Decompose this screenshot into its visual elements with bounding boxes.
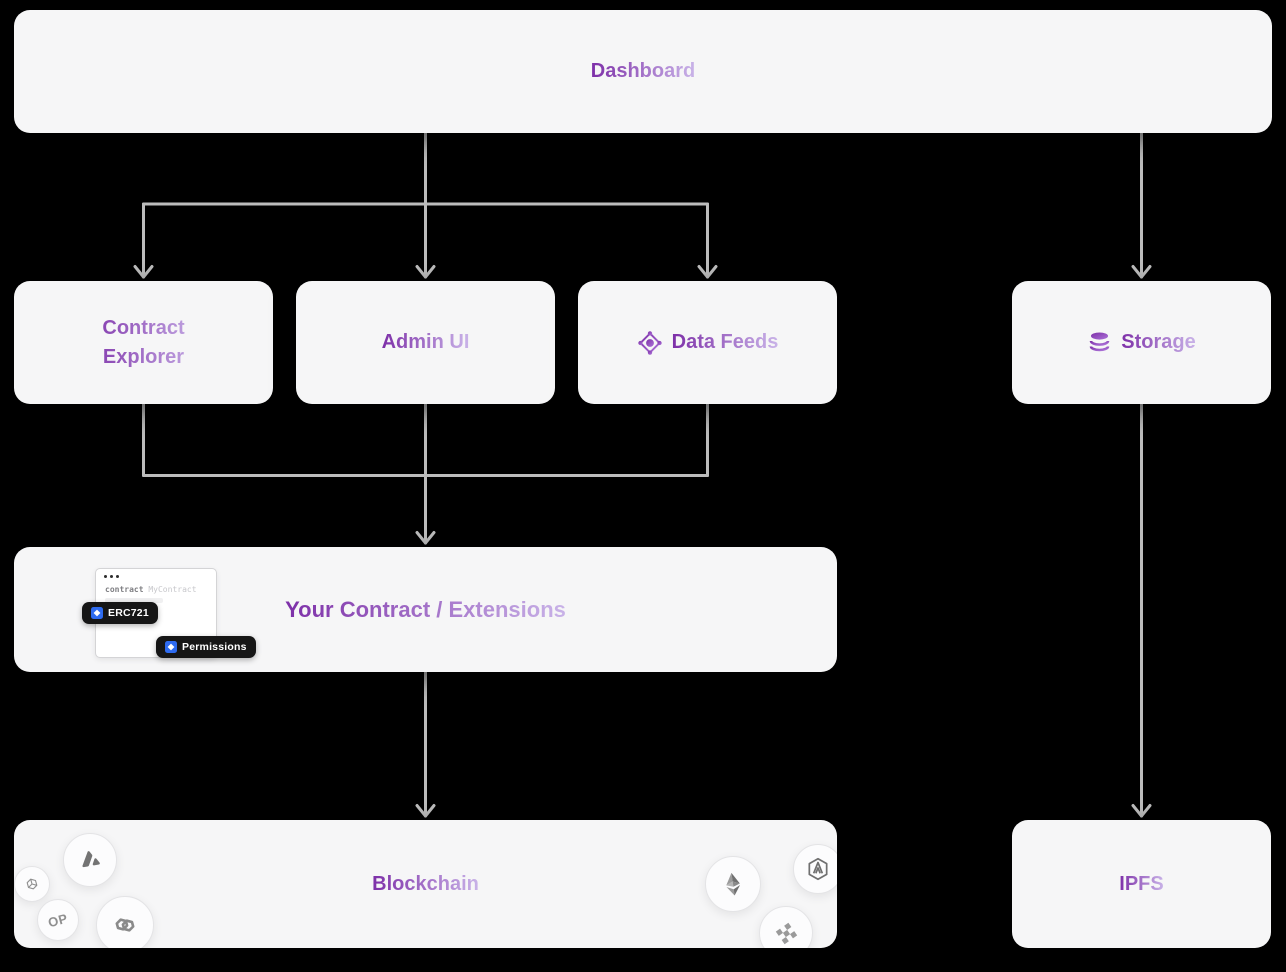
node-ipfs-label: IPFS: [1119, 872, 1164, 895]
ethereum-icon: [705, 856, 761, 912]
node-your-contract: contract MyContract ERC721 Permissions Y…: [14, 547, 837, 672]
avalanche-icon: [63, 833, 117, 887]
node-blockchain-label: Blockchain: [372, 872, 479, 895]
node-admin-ui: Admin UI: [296, 281, 555, 404]
code-keyword: contract: [105, 585, 144, 594]
extension-badge-label: ERC721: [108, 607, 149, 619]
optimism-label: OP: [46, 910, 70, 930]
node-contract-explorer-label: Contract Explorer: [79, 314, 209, 372]
bnb-icon: [759, 906, 813, 948]
code-placeholder-bar: [105, 598, 163, 603]
node-dashboard-label: Dashboard: [590, 60, 696, 82]
database-icon: [1089, 332, 1110, 352]
window-dots-icon: [104, 575, 119, 578]
extension-badge-label: Permissions: [182, 641, 247, 653]
node-data-feeds: Data Feeds: [578, 281, 837, 404]
arbitrum-icon: [793, 844, 837, 894]
node-contract-explorer: Contract Explorer: [14, 281, 273, 404]
code-identifier: MyContract: [148, 585, 197, 594]
code-line: contract MyContract: [105, 585, 197, 594]
data-feeds-icon: [637, 330, 662, 355]
extension-badge-erc721: ERC721: [82, 602, 158, 624]
node-data-feeds-label: Data Feeds: [671, 331, 779, 353]
wireframe-cube-icon: [14, 866, 50, 902]
extension-icon: [165, 641, 177, 653]
node-blockchain: OP Blockchain: [14, 820, 837, 948]
node-ipfs: IPFS: [1012, 820, 1271, 948]
node-admin-ui-label: Admin UI: [381, 331, 470, 353]
optimism-icon: OP: [37, 899, 79, 941]
node-storage-label: Storage: [1121, 331, 1196, 353]
node-dashboard: Dashboard: [14, 10, 1272, 133]
extension-badge-permissions: Permissions: [156, 636, 256, 658]
extension-icon: [91, 607, 103, 619]
polygon-icon: [96, 896, 154, 948]
node-your-contract-label: Your Contract / Extensions: [285, 596, 566, 622]
node-storage: Storage: [1012, 281, 1271, 404]
